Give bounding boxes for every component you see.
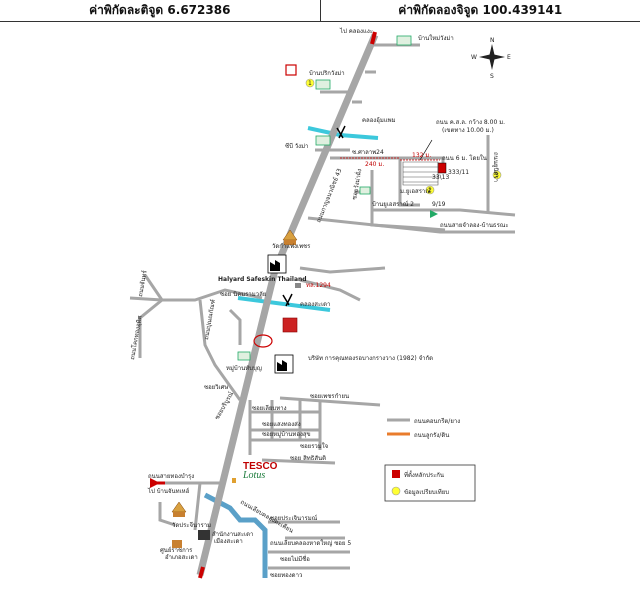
info-3-label: 3 (495, 172, 499, 179)
village-left2-label: ซีบี วังม่า (285, 142, 308, 150)
temple-low-label: วัดประจีนาราม (172, 521, 211, 529)
factory-label: Halyard Safeskin Thailand (218, 276, 307, 283)
coordinates-header: ค่าพิกัดละติจูด 6.672386 ค่าพิกัดลองจิจู… (0, 0, 640, 22)
road-left3-label: ถนนปุณณกัณฑ์ (202, 299, 217, 341)
center-label-2: อำเภอสะเดา (165, 554, 198, 561)
road-note-2: (เขตทาง 10.00 ม.) (442, 127, 494, 134)
village-icons (237, 35, 412, 361)
tesco-lotus-text: Lotus (242, 470, 265, 481)
plot-919-label: 9/19 (432, 201, 446, 208)
road-bottom3-label: ซอยไม่มีชื่อ (280, 555, 310, 563)
canal-top-label: คลองอุ้มแพม (362, 117, 396, 124)
info-point-1 (305, 78, 315, 88)
legend-unpaved-label: ถนนลูกรัง/ดิน (414, 432, 449, 439)
river (203, 492, 268, 578)
svg-text:S: S (490, 73, 494, 80)
village-2-label: บ้านยูเอสราณ์ 2 (372, 200, 414, 208)
dist-240-label: 240 ม. (365, 161, 384, 168)
info-point-2 (425, 185, 435, 195)
legend-site-label: ที่ตั้งหลักประกัน (404, 469, 444, 479)
road-bottom4-label: ซอยทองดาว (270, 572, 302, 579)
temple-low-icon (171, 501, 187, 517)
office-label-2: เมืองสะเดา (214, 537, 243, 545)
to-north-label: ไป คลองแงะ (339, 27, 373, 35)
station-icon (285, 64, 297, 76)
soi-block2-label: ซอยเลียบทาง (252, 404, 287, 412)
traffic-light-icon (232, 478, 236, 483)
location-map: 1 2 3 TESCO Lotus (128, 27, 516, 579)
company-label: บริษัท การคุณทองรอบางกรางวาง (1982) จำกั… (308, 355, 433, 362)
to-west-label: ไป บ้านจันทเหฮ์ (147, 487, 190, 495)
factory-icon-2 (274, 354, 294, 374)
info-2-label: 2 (428, 187, 432, 194)
south-arrow-tip (198, 566, 205, 579)
route-1294-label: ทล.1294 (306, 282, 331, 289)
road-bottom2-label: ถนนเลียบคลองหาดใหญ่ ซอย 5 (270, 539, 351, 547)
bridge-icons (282, 125, 346, 307)
office-label: สำนักงานสะเดา (212, 531, 253, 538)
info-1-label: 1 (308, 80, 312, 87)
svg-text:W: W (471, 54, 477, 61)
road-east-label: ถนนสายจำลอง-บ้านธรณะ (440, 222, 509, 229)
village-top-label: บ้านใหม่วังม่า (418, 34, 454, 42)
dist-132-label: 132 ม. (412, 152, 431, 159)
soi-block1-label: ซอยเพชรกำยน (310, 393, 349, 400)
soi-24-label: ซ.ศาลาพ24 (352, 149, 384, 156)
soi-low2-label: ซอยบริบูรณ์ (213, 390, 236, 421)
soi-block4-label: ซอยหมู่บ้านทองสุข (262, 431, 311, 438)
longitude-label: ค่าพิกัดลองจิจูด 100.439141 (319, 0, 640, 21)
soi-block5-label: ซอยรวมใจ (300, 442, 328, 450)
road-left-label: ถนนจันทร์ (136, 269, 149, 297)
legend-site-swatch (392, 470, 400, 478)
plot-333-label: 333/11 (448, 169, 469, 176)
collateral-site-marker (437, 162, 447, 174)
soi-block6-label: ซอย สิทธิสันติ (290, 455, 326, 462)
legend-info-swatch (391, 486, 401, 496)
legend-info-label: ข้อมูลเปรียบเทียบ (404, 488, 449, 496)
village-right1-label: บ้านปริกวังม่า (309, 70, 345, 77)
housing-block (402, 161, 439, 186)
tesco-logo-text: TESCO (243, 461, 278, 472)
toyota-logo-icon (253, 334, 273, 348)
latitude-label: ค่าพิกัดละติจูด 6.672386 (89, 3, 231, 17)
svg-text:E: E (507, 54, 511, 61)
village-marker-icon (430, 210, 438, 218)
soi-block3-label: ซอยแสงทองส่ง (262, 421, 301, 428)
factory-icon (267, 254, 287, 274)
village-mid-label: ม.ยูเอสราณ์ (400, 187, 431, 195)
north-arrow-tip (370, 31, 377, 45)
route-marker-icon (295, 283, 301, 288)
road-note-1: ถนน ค.ส.ล. กว้าง 8.00 ม. (436, 119, 505, 126)
center-label: ศูนย์ราชการ (160, 546, 193, 554)
soi-nikom-label: ซอย นิคมรามวลัย (220, 291, 266, 298)
info-point-3 (492, 170, 502, 180)
road-west-label: ถนนสายทองบำรุง (148, 473, 194, 480)
road-vertical-label: ซอยวังม่าฝั่ง (350, 168, 363, 200)
temple-label: วัดกำแพ่งเพชร (272, 243, 311, 250)
office-icon (198, 530, 210, 540)
soi-low1-label: ซอยวิเศษ (204, 384, 228, 391)
canal-mid-label: คลองสะเดา (300, 301, 330, 308)
compass-icon: N S W E (471, 37, 511, 80)
road-far-right-label: ถนนยูนิตรา (492, 152, 499, 182)
landmark-red-icon (282, 317, 298, 333)
canal-middle (237, 296, 331, 312)
legend-paved-label: ถนนคอนกรีต/ยาง (414, 417, 460, 425)
center-icon (172, 540, 182, 548)
temple-icon (282, 229, 298, 245)
svg-text:N: N (490, 37, 495, 44)
plot-33-label: 33\13 (432, 174, 449, 181)
village-low-label: หมู่บ้านทับบุญ (226, 365, 262, 372)
road-bottom1-label: ซอยประเจินารมณ์ (270, 514, 318, 522)
road-width-label: ถนน 6 ม. โดยใน (442, 154, 487, 162)
